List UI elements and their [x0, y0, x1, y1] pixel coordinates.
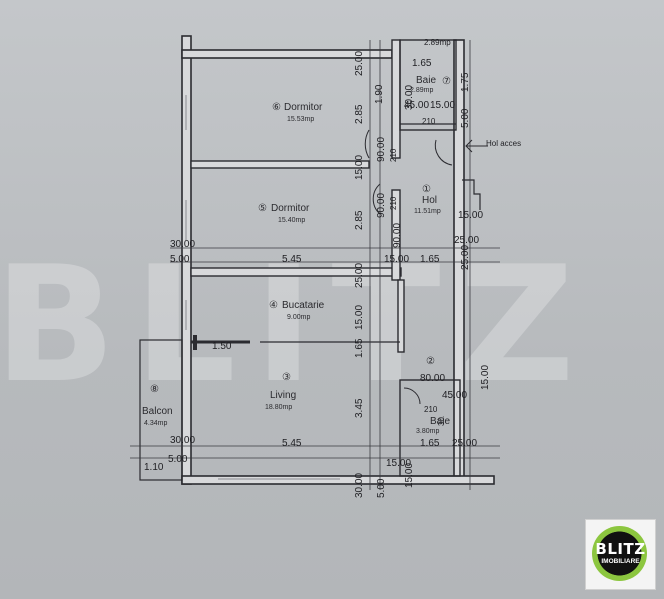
svg-text:15.00: 15.00 — [354, 155, 365, 180]
dim-label: 25.00 — [452, 438, 477, 449]
dim-label: 5.45 — [282, 438, 302, 449]
dim-label: 1.10 — [144, 462, 164, 473]
svg-text:11.51mp: 11.51mp — [414, 208, 441, 215]
room-balcon-8: ⑧ Balcon 4.34mp — [142, 384, 173, 427]
dimension-lines — [130, 40, 500, 490]
kitchen-right-wall — [397, 279, 405, 353]
dim-label: 5.00 — [168, 454, 188, 465]
svg-text:90.00: 90.00 — [376, 193, 387, 218]
access-arrow-icon — [465, 139, 488, 153]
dim-label: 1.50 — [212, 341, 232, 352]
svg-text:Dormitor: Dormitor — [284, 102, 323, 113]
logo-ring-icon — [592, 526, 647, 581]
svg-text:90.00: 90.00 — [392, 223, 403, 248]
partition-dorm6-dorm5 — [190, 160, 370, 169]
logo-line1: BLITZ — [595, 540, 646, 558]
svg-text:15.00: 15.00 — [404, 463, 415, 488]
blitz-imobiliare-logo: BLITZ IMOBILIARE — [585, 519, 656, 590]
dim-label: 210 — [422, 117, 436, 126]
svg-text:①: ① — [422, 184, 431, 195]
dim-label: 1.65 — [412, 58, 432, 69]
dim-label: 30.00 — [170, 435, 195, 446]
bath2-outline — [399, 379, 461, 477]
svg-text:2.85: 2.85 — [354, 104, 365, 124]
svg-text:④: ④ — [269, 300, 278, 311]
dim-label: 5.45 — [282, 254, 302, 265]
svg-text:⑥: ⑥ — [272, 102, 281, 113]
svg-text:25.00: 25.00 — [354, 51, 365, 76]
room-dormitor-6: ⑥ Dormitor 15.53mp — [272, 102, 323, 123]
svg-text:25.00: 25.00 — [460, 245, 471, 270]
svg-text:30.00: 30.00 — [354, 473, 365, 498]
svg-text:25.00: 25.00 — [354, 263, 365, 288]
svg-text:30.00: 30.00 — [404, 85, 415, 110]
dim-label: 30.00 — [170, 239, 195, 250]
dim-label: 15.00 — [384, 254, 409, 265]
dim-label: 45.00 — [404, 100, 429, 111]
svg-text:Baie: Baie — [430, 416, 450, 427]
dim-label: 5.00 — [170, 254, 190, 265]
room-living-3: ③ Living 18.80mp — [265, 372, 296, 411]
room-baie-2: ② Baie 3.80mp — [416, 356, 450, 435]
room-hol-1: ① Hol 11.51mp — [414, 184, 441, 215]
svg-text:2.89mp: 2.89mp — [410, 87, 433, 94]
partition-dorm5-kitchen — [190, 267, 402, 277]
svg-text:15.53mp: 15.53mp — [287, 116, 314, 123]
svg-text:2.85: 2.85 — [354, 210, 365, 230]
svg-text:②: ② — [426, 356, 435, 367]
svg-text:⑤: ⑤ — [258, 203, 267, 214]
svg-text:210: 210 — [389, 196, 398, 210]
svg-text:③: ③ — [282, 372, 291, 383]
svg-text:15.40mp: 15.40mp — [278, 217, 305, 224]
dim-label: 80.00 — [420, 373, 445, 384]
balcony-outline — [139, 339, 183, 481]
svg-text:15.00: 15.00 — [354, 305, 365, 330]
svg-text:1.75: 1.75 — [460, 72, 471, 92]
room-dormitor-5: ⑤ Dormitor 15.40mp — [258, 203, 310, 224]
svg-text:Hol: Hol — [422, 195, 437, 206]
room-bucatarie-4: ④ Bucatarie 9.00mp — [269, 300, 325, 321]
dim-label: 15.00 — [386, 458, 411, 469]
corridor-wall-mid — [391, 189, 401, 281]
dim-label: 15.00 — [458, 210, 483, 221]
svg-text:15.00: 15.00 — [480, 365, 491, 390]
svg-text:18.80mp: 18.80mp — [265, 404, 292, 411]
access-label: Hol acces — [486, 139, 521, 148]
svg-text:⑧: ⑧ — [150, 384, 159, 395]
dim-label: 2.89mp — [424, 38, 451, 47]
svg-text:Bucatarie: Bucatarie — [282, 300, 325, 311]
svg-text:5.00: 5.00 — [460, 108, 471, 128]
svg-text:4.34mp: 4.34mp — [144, 420, 167, 427]
logo-line2: IMOBILIARE — [601, 558, 640, 565]
svg-text:Living: Living — [270, 390, 296, 401]
svg-text:3.80mp: 3.80mp — [416, 428, 439, 435]
dimension-labels-vertical: 25.00 1.75 1.90 2.85 90.00 210 15.00 90.… — [354, 51, 491, 498]
svg-text:Baie: Baie — [416, 75, 436, 86]
svg-text:90.00: 90.00 — [376, 137, 387, 162]
svg-text:9.00mp: 9.00mp — [287, 314, 310, 321]
dim-label: 45.00 — [442, 390, 467, 401]
dim-label: 15.00 — [430, 100, 455, 111]
walls — [139, 35, 495, 485]
svg-text:⑦: ⑦ — [442, 76, 451, 87]
bath7-outline — [399, 39, 457, 131]
dimension-labels: 2.89mp 1.65 30.00 5.00 5.45 15.00 1.65 2… — [144, 38, 483, 473]
svg-text:Balcon: Balcon — [142, 406, 173, 417]
dim-label: 1.65 — [420, 438, 440, 449]
svg-text:5.00: 5.00 — [376, 478, 387, 498]
corridor-wall-upper — [391, 39, 401, 159]
svg-text:3.45: 3.45 — [354, 398, 365, 418]
svg-text:1.90: 1.90 — [374, 84, 385, 104]
svg-text:210: 210 — [389, 148, 398, 162]
dim-label: 25.00 — [454, 235, 479, 246]
dim-label: 1.65 — [420, 254, 440, 265]
svg-text:Dormitor: Dormitor — [271, 203, 310, 214]
svg-text:30: 30 — [437, 417, 446, 426]
svg-text:1.65: 1.65 — [354, 338, 365, 358]
dim-label: 210 — [424, 405, 438, 414]
bottom-wall — [181, 475, 495, 485]
room-baie-7: ⑦ Baie 2.89mp — [410, 75, 451, 94]
